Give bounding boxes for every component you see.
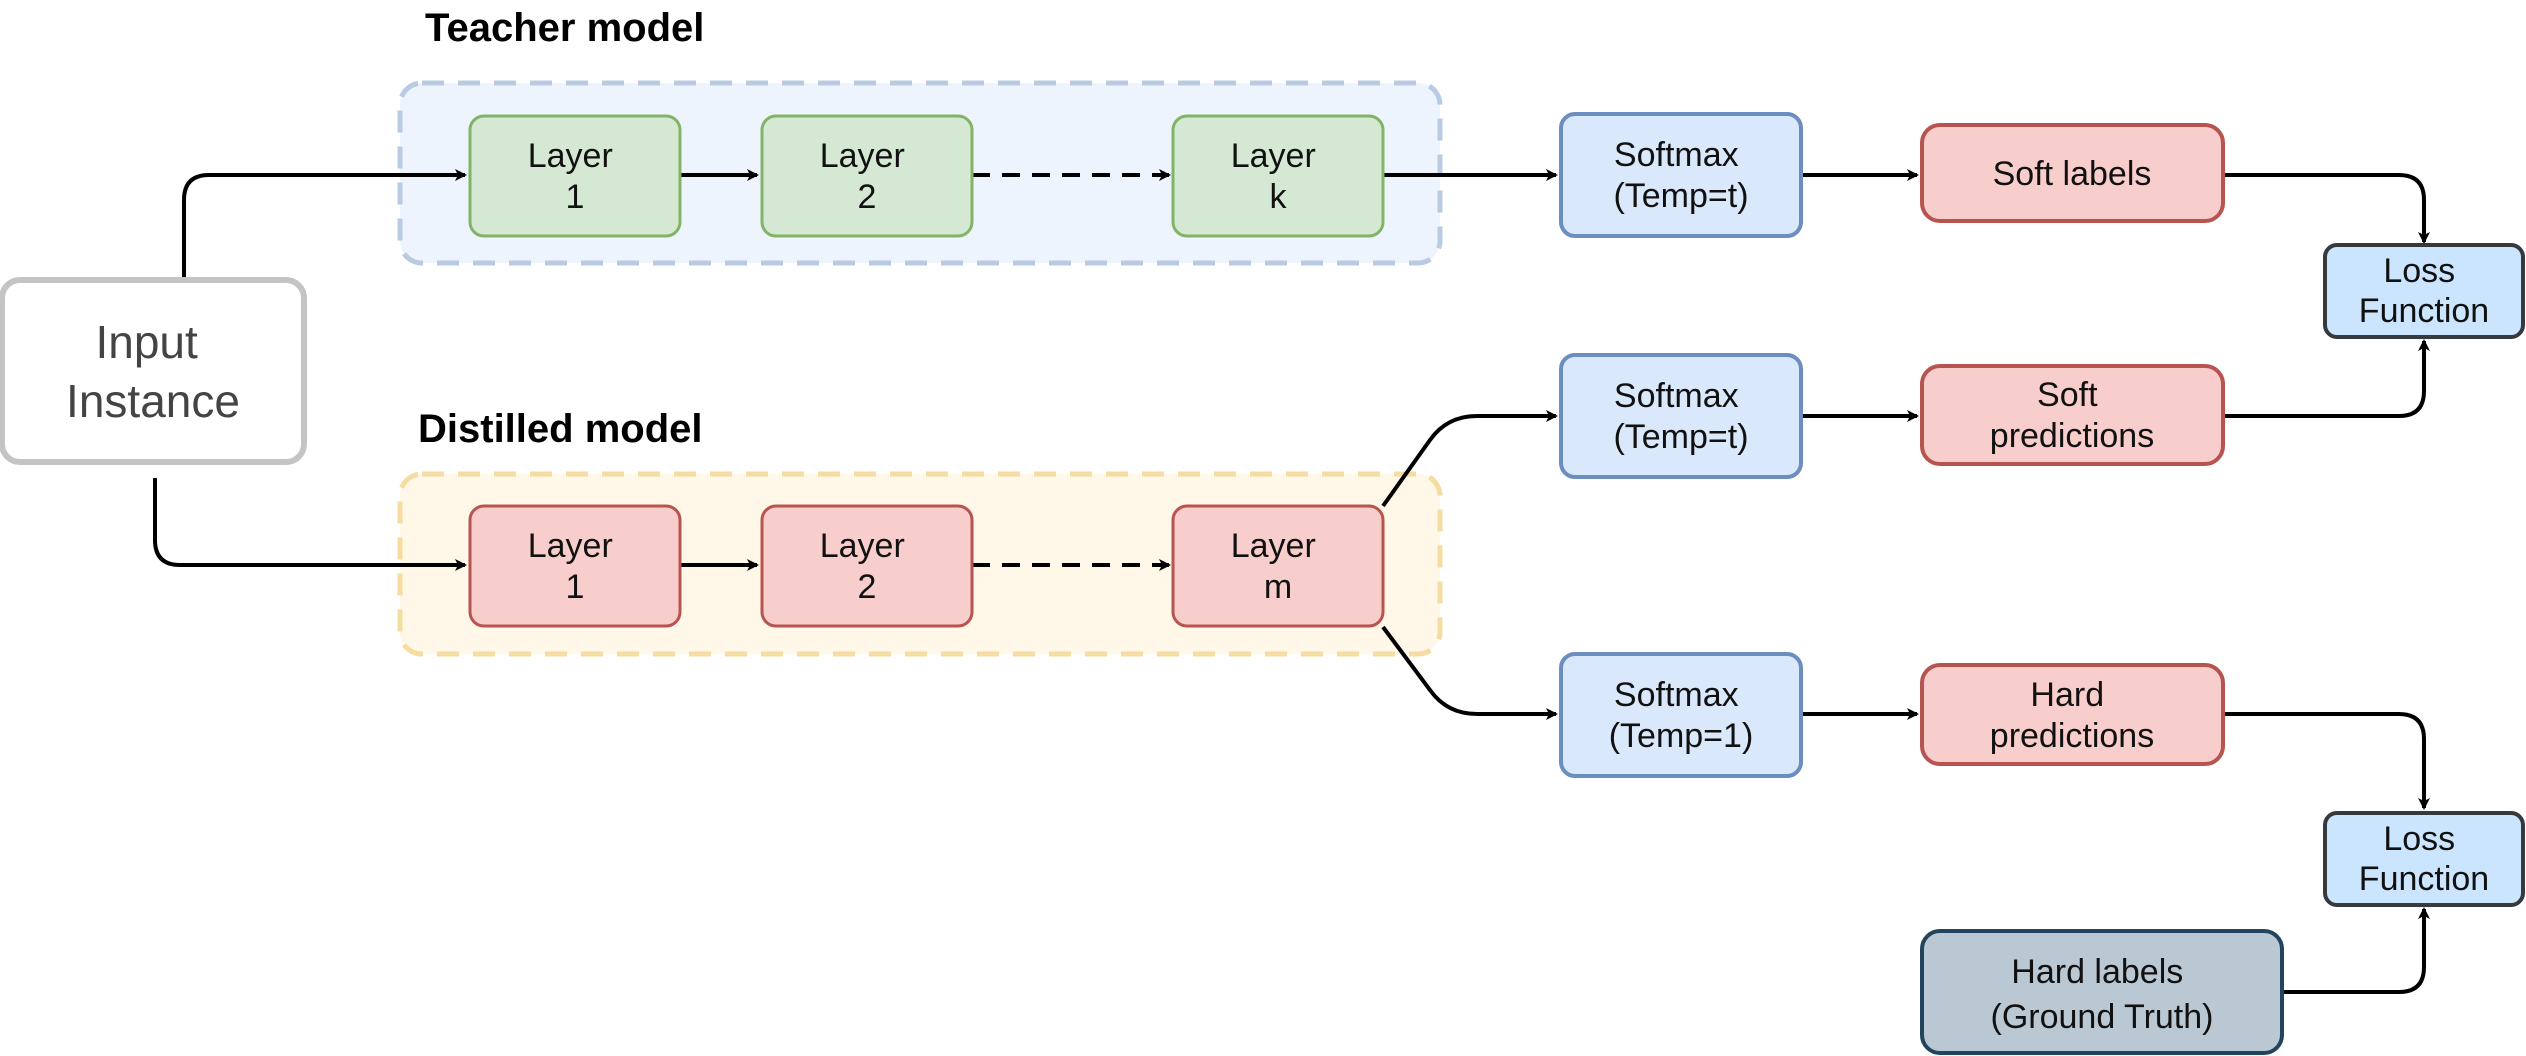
- distilled-layer-2-label: Layer 2: [820, 527, 915, 606]
- distilled-layer-2-line-1: Layer: [820, 527, 905, 565]
- input-instance-line-2: Instance: [66, 375, 240, 427]
- teacher-layer-k-line-1: Layer: [1231, 137, 1316, 175]
- softmax-student-soft-label: Softmax (Temp=t): [1613, 377, 1748, 456]
- loss-function-top-box: [2323, 243, 2525, 339]
- teacher-layer-k-node: Layer k: [1171, 114, 1385, 238]
- distilled-layer-2-line-2: 2: [858, 568, 877, 606]
- softmax-student-soft-line-2: (Temp=t): [1613, 418, 1748, 456]
- distilled-layer-1-line-2: 1: [566, 568, 585, 606]
- distilled-layer-1-node: Layer 1: [468, 504, 682, 628]
- soft-labels-node: Soft labels: [1920, 123, 2225, 223]
- soft-predictions-node: Soft predictions: [1920, 364, 2225, 466]
- hard-predictions-node: Hard predictions: [1920, 663, 2225, 766]
- edge-hard-labels-to-loss-bottom: [2282, 907, 2430, 994]
- teacher-layer-2-label: Layer 2: [820, 137, 915, 216]
- softmax-student-hard-line-1: Softmax: [1614, 676, 1739, 714]
- hard-predictions-box: [1920, 663, 2225, 766]
- loss-function-bottom-line-2: Function: [2359, 860, 2489, 898]
- edge-soft-labels-to-loss-top: [2223, 173, 2430, 244]
- hard-predictions-line-1: Hard: [2030, 676, 2104, 714]
- softmax-student-hard-line-2: (Temp=1): [1609, 717, 1754, 755]
- soft-labels-box: [1920, 123, 2225, 223]
- teacher-layer-k-box: [1171, 114, 1385, 238]
- input-instance-label: Input Instance: [66, 316, 240, 427]
- teacher-layer-1-node: Layer 1: [468, 114, 682, 238]
- soft-labels-label: Soft labels: [1993, 155, 2152, 193]
- distilled-layer-m-line-1: Layer: [1231, 527, 1316, 565]
- hard-labels-label: Hard labels (Ground Truth): [1991, 953, 2214, 1036]
- loss-function-bottom-line-1: Loss: [2383, 820, 2455, 858]
- input-instance-node: Input Instance: [0, 277, 307, 465]
- teacher-layer-1-line-2: 1: [566, 178, 585, 216]
- distilled-layer-2-box: [760, 504, 974, 628]
- softmax-student-soft-node: Softmax (Temp=t): [1559, 353, 1803, 479]
- edge-distilled-layerm-to-softmax-hard: [1381, 625, 1558, 720]
- teacher-layer-2-line-1: Layer: [820, 137, 905, 175]
- distilled-layer-1-box: [468, 504, 682, 628]
- distilled-layer-m-label: Layer m: [1231, 527, 1326, 606]
- teacher-layer-2-box: [760, 114, 974, 238]
- teacher-layer-2-node: Layer 2: [760, 114, 974, 238]
- distilled-layer-1-label: Layer 1: [528, 527, 623, 606]
- teacher-layer-1-box: [468, 114, 682, 238]
- edges: [153, 169, 2430, 994]
- loss-function-bottom-node: Loss Function: [2323, 811, 2525, 907]
- edge-hard-predictions-to-loss-bottom: [2223, 712, 2430, 810]
- edge-soft-predictions-to-loss-top: [2223, 339, 2430, 418]
- hard-labels-node: Hard labels (Ground Truth): [1920, 929, 2284, 1055]
- soft-predictions-box: [1920, 364, 2225, 466]
- loss-function-top-node: Loss Function: [2323, 243, 2525, 339]
- hard-labels-box: [1920, 929, 2284, 1055]
- distilled-layer-m-node: Layer m: [1171, 504, 1385, 628]
- softmax-student-soft-line-1: Softmax: [1614, 377, 1739, 415]
- hard-labels-line-2: (Ground Truth): [1991, 998, 2214, 1036]
- distilled-layer-m-box: [1171, 504, 1385, 628]
- softmax-teacher-box: [1559, 112, 1803, 238]
- input-instance-line-1: Input: [95, 316, 198, 368]
- loss-function-top-line-2: Function: [2359, 292, 2489, 330]
- soft-labels-line-1: Soft labels: [1993, 155, 2152, 193]
- hard-predictions-label: Hard predictions: [1990, 676, 2154, 755]
- softmax-teacher-line-1: Softmax: [1614, 136, 1739, 174]
- nodes: Input Instance Layer 1 Layer 2 Layer k: [0, 112, 2525, 1055]
- softmax-teacher-node: Softmax (Temp=t): [1559, 112, 1803, 238]
- softmax-student-hard-node: Softmax (Temp=1): [1559, 652, 1803, 778]
- input-instance-box: [0, 277, 307, 465]
- distilled-model-title: Distilled model: [418, 407, 703, 451]
- softmax-student-hard-box: [1559, 652, 1803, 778]
- teacher-layer-k-line-2: k: [1270, 178, 1288, 216]
- softmax-teacher-label: Softmax (Temp=t): [1613, 136, 1748, 215]
- distilled-layer-2-node: Layer 2: [760, 504, 974, 628]
- soft-predictions-label: Soft predictions: [1990, 376, 2154, 455]
- distilled-layer-m-line-2: m: [1264, 568, 1292, 606]
- soft-predictions-line-2: predictions: [1990, 417, 2154, 455]
- loss-function-bottom-box: [2323, 811, 2525, 907]
- teacher-layer-1-label: Layer 1: [528, 137, 623, 216]
- loss-function-bottom-label: Loss Function: [2359, 820, 2489, 898]
- teacher-layer-k-label: Layer k: [1231, 137, 1326, 216]
- soft-predictions-line-1: Soft: [2037, 376, 2098, 414]
- teacher-model-title: Teacher model: [425, 6, 704, 50]
- loss-function-top-line-1: Loss: [2383, 252, 2455, 290]
- hard-predictions-line-2: predictions: [1990, 717, 2154, 755]
- softmax-student-hard-label: Softmax (Temp=1): [1609, 676, 1754, 755]
- edge-distilled-layerm-to-softmax-soft: [1381, 410, 1558, 508]
- edge-input-to-distilled-layer1: [153, 478, 467, 571]
- softmax-teacher-line-2: (Temp=t): [1613, 177, 1748, 215]
- softmax-student-soft-box: [1559, 353, 1803, 479]
- teacher-layer-1-line-1: Layer: [528, 137, 613, 175]
- distilled-layer-1-line-1: Layer: [528, 527, 613, 565]
- loss-function-top-label: Loss Function: [2359, 252, 2489, 330]
- teacher-layer-2-line-2: 2: [858, 178, 877, 216]
- hard-labels-line-1: Hard labels: [2011, 953, 2183, 991]
- edge-input-to-teacher-layer1: [182, 169, 467, 280]
